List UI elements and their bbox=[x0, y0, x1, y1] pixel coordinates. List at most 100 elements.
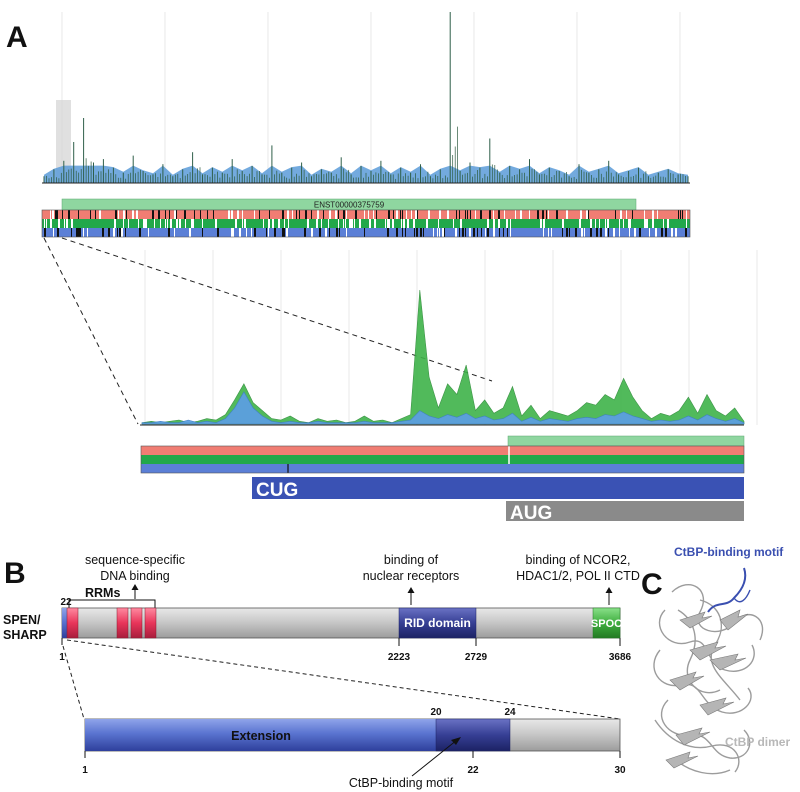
codon-tick bbox=[364, 228, 365, 237]
codon-tick bbox=[467, 210, 468, 219]
codon-tick bbox=[296, 210, 297, 219]
codon-tick bbox=[632, 210, 633, 219]
codon-tick bbox=[590, 219, 592, 228]
codon-tick bbox=[487, 219, 489, 228]
annotation-receptor-binding-line2: nuclear receptors bbox=[363, 569, 460, 583]
codon-tick bbox=[634, 228, 636, 237]
coverage-zoom-chart bbox=[140, 250, 758, 426]
pos-rrm-start: 22 bbox=[60, 597, 72, 608]
spoc-domain-label: SPOC bbox=[591, 618, 622, 630]
codon-tick bbox=[263, 219, 264, 228]
codon-tick bbox=[179, 219, 181, 228]
codon-tick bbox=[359, 219, 361, 228]
transcript-id-label: ENST00000375759 bbox=[314, 201, 385, 210]
codon-tick bbox=[504, 210, 505, 219]
codon-tick bbox=[599, 219, 600, 228]
ctbp-structure bbox=[653, 567, 764, 775]
codon-tick bbox=[354, 219, 355, 228]
codon-tick bbox=[169, 210, 170, 219]
zoom-series-green-area bbox=[141, 289, 745, 425]
codon-tick bbox=[139, 228, 141, 237]
codon-tick bbox=[623, 219, 624, 228]
codon-tick bbox=[50, 219, 52, 228]
ctbp-motif-segment bbox=[435, 718, 511, 752]
codon-tick bbox=[251, 228, 252, 237]
codon-tick bbox=[581, 228, 583, 237]
codon-tick bbox=[655, 228, 657, 237]
codon-tick bbox=[462, 228, 464, 237]
codon-tick bbox=[465, 210, 466, 219]
rid-domain bbox=[398, 607, 477, 639]
codon-tick bbox=[269, 210, 270, 219]
codon-tick bbox=[68, 210, 70, 219]
pos-rid-start: 2223 bbox=[388, 652, 411, 663]
codon-tick bbox=[368, 210, 369, 219]
codon-tick bbox=[644, 210, 645, 219]
codon-tick bbox=[487, 228, 489, 237]
codon-tick bbox=[493, 210, 494, 219]
codon-tick bbox=[114, 219, 116, 228]
codon-tick bbox=[244, 219, 246, 228]
codon-tick bbox=[307, 219, 309, 228]
codon-tick bbox=[675, 228, 677, 237]
arrowhead-dna-binding bbox=[131, 584, 139, 590]
panel-label-b: B bbox=[4, 557, 26, 590]
annotation-corepressor-binding-line2: HDAC1/2, POL II CTD bbox=[516, 569, 640, 583]
codon-tick bbox=[376, 210, 377, 219]
codon-tick bbox=[80, 228, 81, 237]
codon-tick bbox=[477, 228, 478, 237]
codon-tick bbox=[401, 219, 402, 228]
codon-tick bbox=[543, 219, 545, 228]
codon-tick bbox=[338, 219, 339, 228]
codon-tick bbox=[388, 210, 390, 219]
structure-sheets bbox=[665, 609, 749, 769]
codon-tick bbox=[529, 210, 530, 219]
codon-tick bbox=[439, 210, 441, 219]
codon-tick bbox=[207, 210, 208, 219]
codon-tick bbox=[102, 228, 104, 237]
codon-tick bbox=[349, 219, 351, 228]
codon-tick bbox=[154, 219, 155, 228]
codon-tick bbox=[123, 219, 124, 228]
codon-tick bbox=[237, 210, 239, 219]
ctbp-motif-arrow bbox=[411, 739, 458, 777]
codon-tick bbox=[389, 219, 390, 228]
codon-tick bbox=[426, 219, 428, 228]
codon-tick bbox=[57, 228, 59, 237]
codon-tick bbox=[189, 228, 191, 237]
annotation-corepressor-binding-line1: binding of NCOR2, bbox=[526, 553, 631, 567]
codon-tick bbox=[661, 228, 663, 237]
codon-tick bbox=[387, 219, 389, 228]
codon-tick bbox=[286, 228, 288, 237]
codon-tick bbox=[411, 210, 412, 219]
codon-tick bbox=[537, 210, 539, 219]
codon-tick bbox=[200, 210, 201, 219]
codon-tick bbox=[278, 219, 280, 228]
codon-tick bbox=[493, 219, 495, 228]
extension-zoom-segment bbox=[85, 719, 436, 751]
codon-tick bbox=[374, 219, 376, 228]
codon-tick bbox=[176, 219, 178, 228]
codon-tick bbox=[566, 210, 568, 219]
codon-tick bbox=[266, 228, 267, 237]
codon-tick bbox=[99, 210, 101, 219]
codon-tick bbox=[53, 228, 54, 237]
codon-tick bbox=[439, 228, 440, 237]
codon-tick bbox=[170, 219, 172, 228]
codon-tick bbox=[117, 228, 118, 237]
codon-tick bbox=[346, 210, 347, 219]
arrowhead-receptor-binding bbox=[407, 587, 415, 593]
codon-tick bbox=[403, 219, 405, 228]
codon-tick bbox=[71, 219, 73, 228]
codon-tick bbox=[385, 219, 386, 228]
codon-tick bbox=[569, 228, 570, 237]
zoom-track-green bbox=[141, 455, 744, 464]
codon-tick bbox=[288, 219, 289, 228]
codon-tick bbox=[420, 228, 422, 237]
codon-tick bbox=[644, 219, 646, 228]
codon-tick bbox=[325, 228, 327, 237]
zoom-guide-right bbox=[61, 237, 493, 382]
codon-tick bbox=[584, 228, 585, 237]
extension-zoom-bar: Extension bbox=[84, 718, 621, 752]
codon-tick bbox=[444, 228, 445, 237]
